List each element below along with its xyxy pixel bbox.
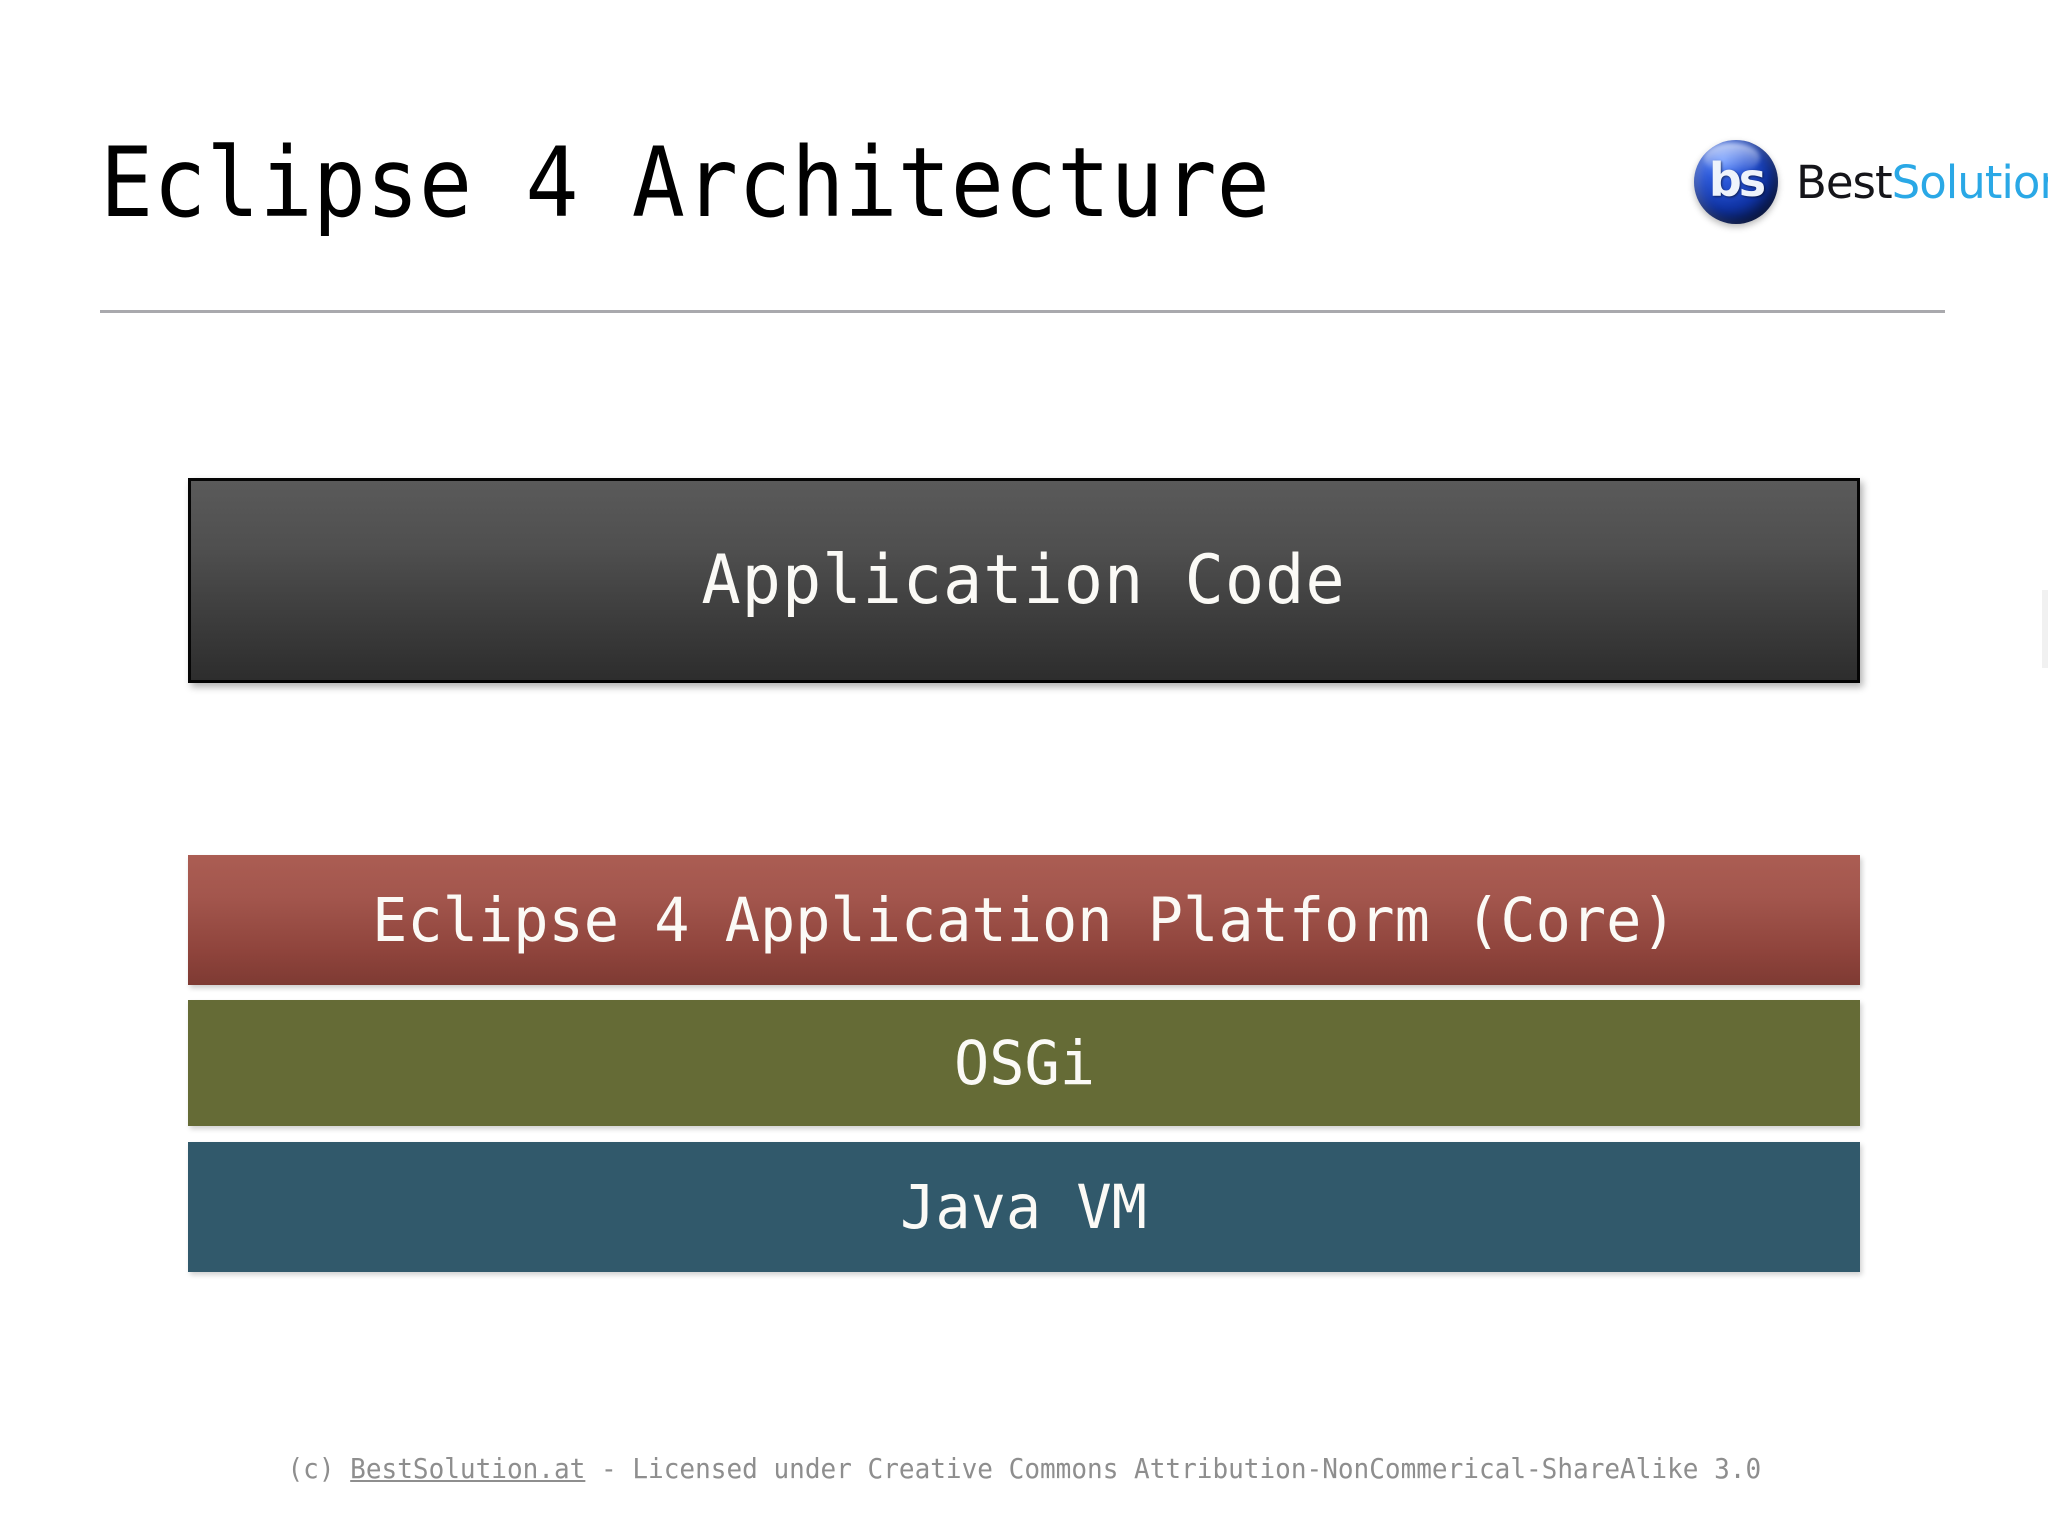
page-edge-artifact bbox=[2042, 590, 2048, 668]
layer-application-code: Application Code bbox=[188, 478, 1860, 683]
layer-java-vm: Java VM bbox=[188, 1142, 1860, 1272]
layer-eclipse-4-application-platform: Eclipse 4 Application Platform (Core) bbox=[188, 855, 1860, 985]
footer-site-link[interactable]: BestSolution.at bbox=[349, 1452, 586, 1485]
brand-wordmark: BestSolution bbox=[1796, 160, 2048, 205]
layer-java-vm-label: Java VM bbox=[900, 1171, 1148, 1243]
bs-monogram: bs bbox=[1708, 153, 1766, 207]
layer-osgi: OSGi bbox=[188, 1000, 1860, 1126]
footer-suffix: - Licensed under Creative Commons Attrib… bbox=[585, 1452, 1761, 1485]
bs-sphere-icon: bs bbox=[1690, 136, 1782, 228]
brand-logo: bs BestSolution bbox=[1690, 132, 2048, 232]
header-divider bbox=[100, 310, 1945, 313]
brand-word-solution: Solution bbox=[1891, 155, 2048, 209]
footer-license: (c) BestSolution.at - Licensed under Cre… bbox=[0, 1452, 2048, 1485]
layer-application-code-label: Application Code bbox=[701, 541, 1347, 620]
footer-inner: (c) BestSolution.at - Licensed under Cre… bbox=[287, 1452, 1761, 1485]
layer-eclipse-4-application-platform-label: Eclipse 4 Application Platform (Core) bbox=[371, 884, 1677, 956]
footer-prefix: (c) bbox=[287, 1452, 350, 1485]
sphere-gloss bbox=[1704, 143, 1760, 173]
layer-osgi-label: OSGi bbox=[953, 1027, 1095, 1099]
page-title: Eclipse 4 Architecture bbox=[100, 127, 1270, 239]
brand-word-best: Best bbox=[1796, 155, 1893, 209]
